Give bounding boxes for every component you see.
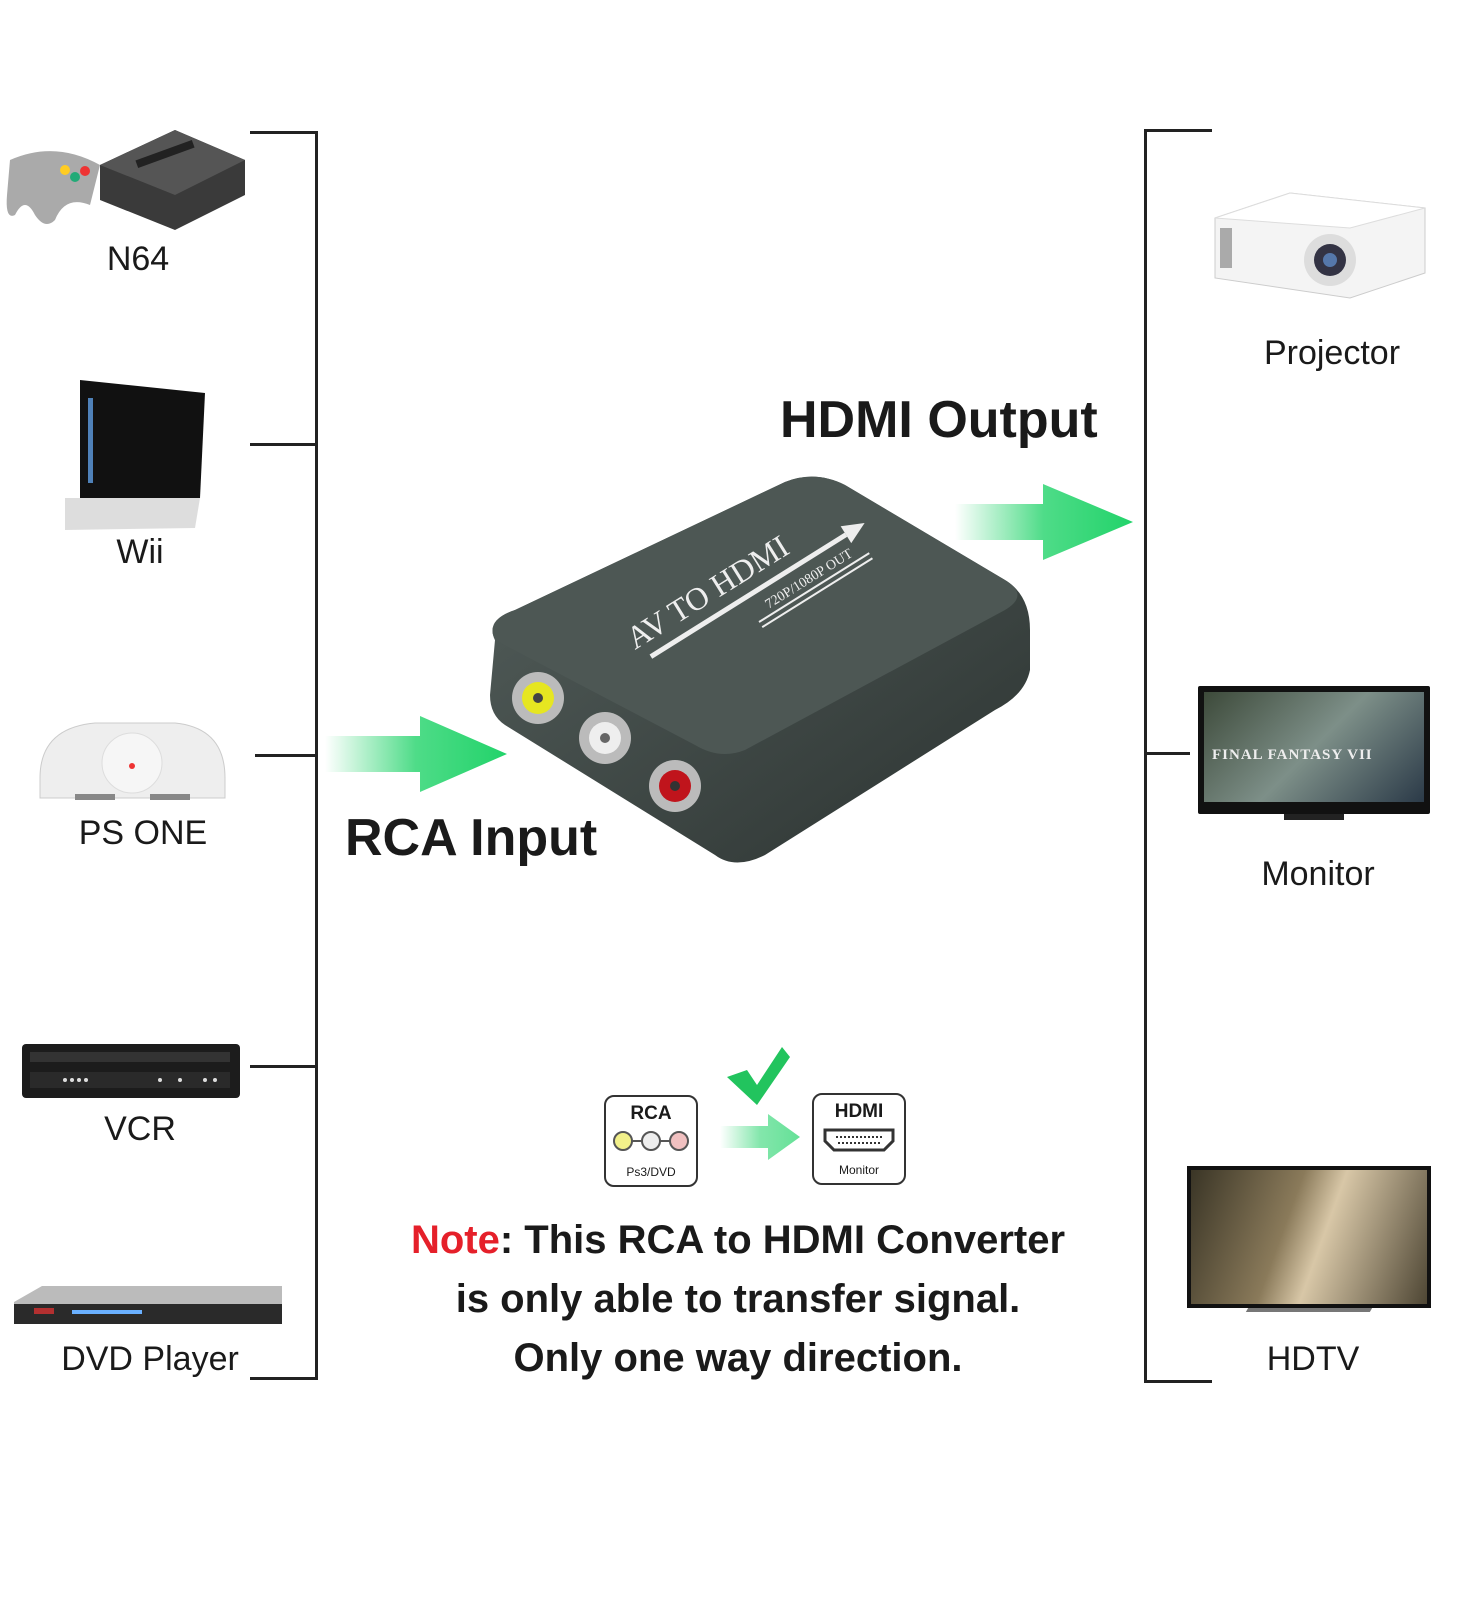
hdmi-port-icon	[823, 1128, 895, 1152]
rca-legend-box: RCA Ps3/DVD	[604, 1095, 698, 1187]
rca-port-yellow	[512, 672, 564, 724]
input-label-wii: Wii	[116, 533, 164, 571]
hdmi-output-heading: HDMI Output	[780, 391, 1098, 449]
input-label-dvd-player: DVD Player	[61, 1340, 239, 1378]
hdtv-icon	[1187, 1166, 1431, 1322]
note-line-1: Note: This RCA to HDMI Converter	[411, 1218, 1065, 1263]
rca-port-white	[579, 712, 631, 764]
output-label-hdtv: HDTV	[1266, 1340, 1360, 1378]
vcr-icon	[22, 1044, 240, 1098]
left-bracket-tick	[250, 131, 318, 134]
right-bracket-tick	[1144, 752, 1190, 755]
monitor-icon: FINAL FANTASY VII	[1198, 686, 1430, 828]
n64-console-icon	[6, 130, 245, 230]
check-mark-icon	[727, 1047, 790, 1105]
ps-one-console-icon	[39, 722, 226, 800]
output-label-monitor: Monitor	[1261, 855, 1375, 893]
input-label-vcr: VCR	[104, 1110, 176, 1148]
right-bracket-vertical	[1144, 129, 1147, 1383]
input-arrow-icon	[325, 716, 507, 792]
legend-arrow-icon	[720, 1114, 800, 1160]
right-bracket-tick	[1144, 129, 1212, 132]
note-line-3: Only one way direction.	[513, 1336, 963, 1380]
rca-plugs-icon	[613, 1131, 689, 1151]
left-bracket-tick	[250, 1377, 318, 1380]
hdmi-legend-subtitle: Monitor	[838, 1163, 879, 1177]
output-label-projector: Projector	[1263, 334, 1401, 372]
dvd-player-icon	[14, 1286, 282, 1324]
av-to-hdmi-converter: AV TO HDMI 720P/1080P OUT	[490, 476, 1030, 863]
projector-icon	[1214, 192, 1426, 299]
hdmi-legend-title: HDMI	[834, 1101, 884, 1122]
note-text-1: : This RCA to HDMI Converter	[499, 1218, 1066, 1262]
right-bracket-tick	[1144, 1380, 1212, 1383]
input-label-ps-one: PS ONE	[78, 814, 208, 852]
wii-console-icon	[65, 380, 205, 530]
monitor-screen-text: FINAL FANTASY VII	[1212, 747, 1373, 763]
rca-port-red	[649, 760, 701, 812]
note-line-2: is only able to transfer signal.	[455, 1277, 1021, 1321]
rca-legend-subtitle: Ps3/DVD	[626, 1165, 676, 1179]
left-bracket-tick	[250, 1065, 318, 1068]
rca-legend-title: RCA	[630, 1103, 672, 1124]
hdmi-legend-box: HDMI Monitor	[812, 1093, 906, 1185]
rca-input-heading: RCA Input	[345, 809, 598, 867]
left-bracket-tick	[250, 443, 318, 446]
output-arrow-icon	[955, 484, 1133, 560]
note-prefix: Note	[410, 1218, 500, 1262]
input-label-n64: N64	[106, 240, 170, 278]
left-bracket-tick	[255, 754, 318, 757]
